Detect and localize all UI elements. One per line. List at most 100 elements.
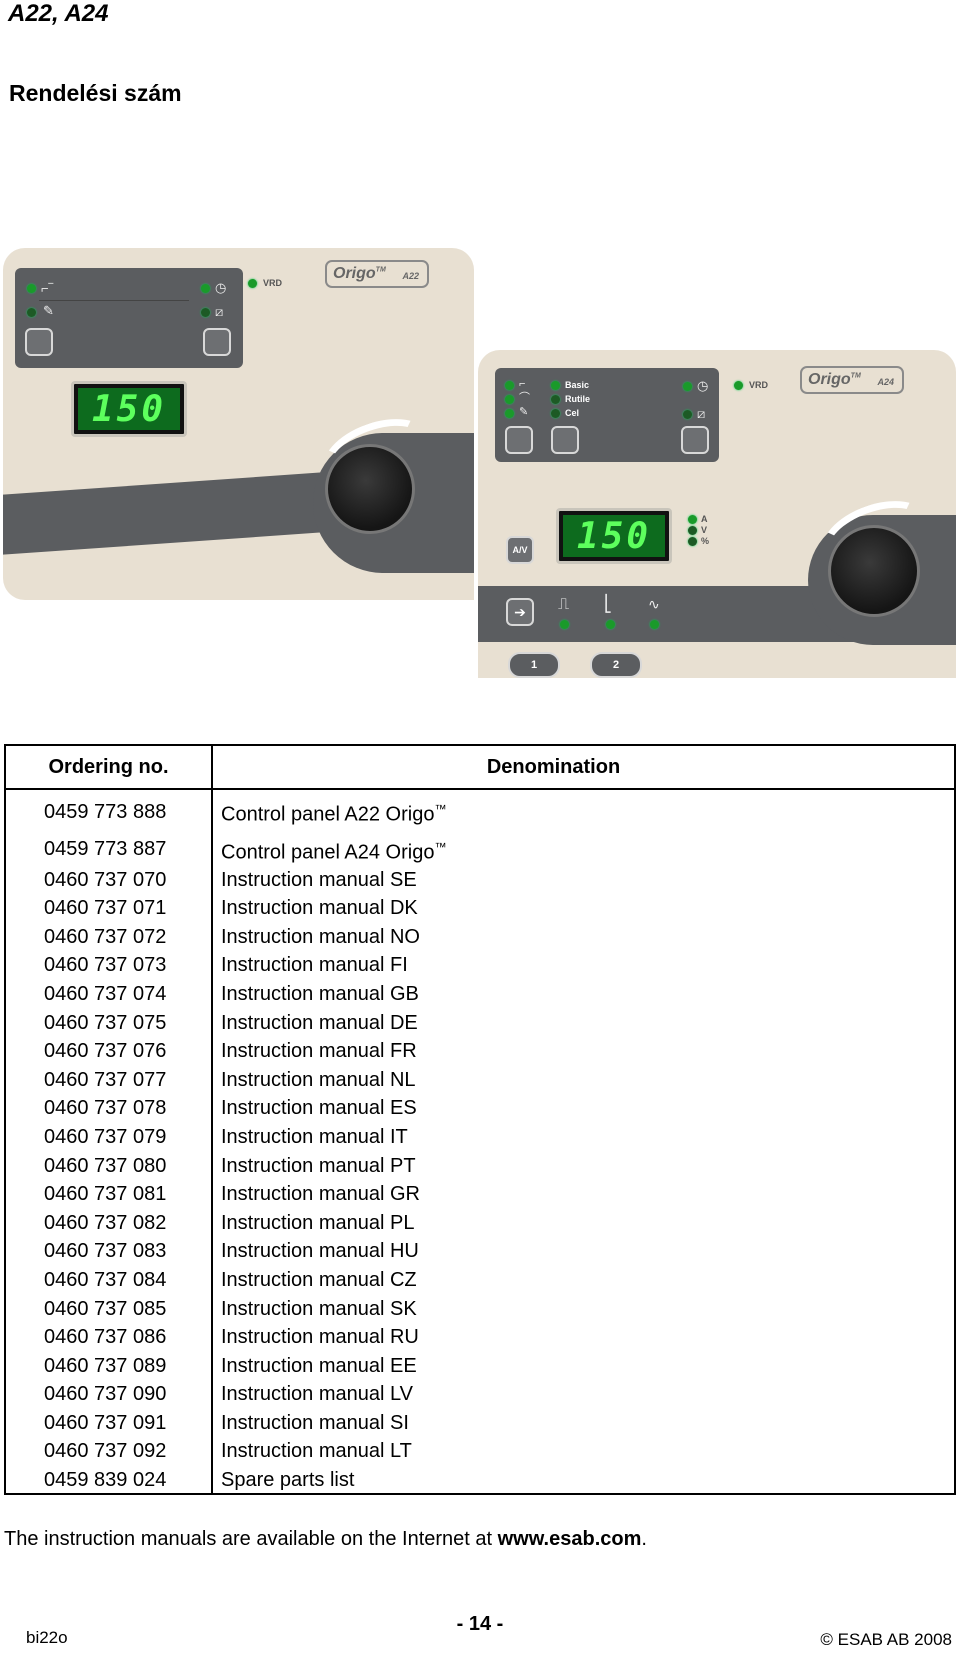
section-title: Rendelési szám xyxy=(9,80,182,106)
memory-2-button[interactable]: 2 xyxy=(590,652,642,678)
memory-1-button[interactable]: 1 xyxy=(508,652,560,678)
display-value: 150 xyxy=(78,388,180,430)
mode-cel: Cel xyxy=(565,408,580,418)
control-panel-a24-image: ⌐ ⌒ ✎ Basic Rutile Cel ◷ ⧄ VRD OrigoTM A… xyxy=(478,350,956,678)
origo-a24-logo: OrigoTM A24 xyxy=(800,366,904,394)
ordering-number-cell: 0460 737 086 xyxy=(5,1322,213,1352)
ordering-number-cell: 0460 737 082 xyxy=(5,1208,213,1238)
hot-start-icon: ◷ xyxy=(215,280,227,295)
vrd-led xyxy=(248,279,257,288)
vrd-led xyxy=(734,381,743,390)
ordering-number-cell: 0460 737 074 xyxy=(5,979,213,1009)
mode-basic: Basic xyxy=(565,380,590,390)
current-knob[interactable] xyxy=(325,444,415,534)
electrode-type-button[interactable] xyxy=(551,426,579,454)
denomination-text: Instruction manual DE xyxy=(221,1011,418,1034)
divider xyxy=(39,300,189,301)
denomination-text: Instruction manual NL xyxy=(221,1068,416,1091)
footnote-end: . xyxy=(641,1528,647,1550)
ordering-number-cell: 0460 737 076 xyxy=(5,1036,213,1066)
denomination-cell: Instruction manual GB xyxy=(212,980,955,1009)
denomination-text: Instruction manual NO xyxy=(221,925,420,948)
current-knob[interactable] xyxy=(828,525,920,617)
ordering-number-cell: 0460 737 080 xyxy=(5,1151,213,1180)
hot-start-icon: ◷ xyxy=(697,378,709,393)
document-header: A22, A24 xyxy=(8,0,109,27)
denomination-text: Instruction manual DK xyxy=(221,897,418,920)
setting-button[interactable] xyxy=(681,426,709,454)
arc-icon: ⌒ xyxy=(519,392,530,404)
table-row: 0460 737 086 Instruction manual RU xyxy=(5,1322,955,1352)
denomination-cell: Control panel A24 Origo™ xyxy=(212,828,955,866)
denomination-text: Instruction manual RU xyxy=(221,1326,419,1349)
led-indicator xyxy=(201,308,210,317)
denomination-text: Instruction manual GR xyxy=(221,1183,420,1206)
denomination-cell: Instruction manual NO xyxy=(212,923,955,952)
brand-name: Origo xyxy=(333,265,376,282)
led-indicator xyxy=(505,409,514,418)
led-indicator xyxy=(27,284,36,293)
tig-icon: ⌐ xyxy=(519,378,526,390)
led-indicator xyxy=(505,381,514,390)
denomination-cell: Instruction manual FR xyxy=(212,1037,955,1066)
current-display: 150 xyxy=(71,381,187,437)
denomination-cell: Instruction manual RU xyxy=(212,1323,955,1352)
av-toggle-button[interactable]: A/V xyxy=(506,536,534,564)
mode-selector-box: ⌐ ⌒ ✎ Basic Rutile Cel ◷ ⧄ xyxy=(495,368,719,462)
ordering-number-cell: 0460 737 089 xyxy=(5,1351,213,1380)
denomination-text: Instruction manual PT xyxy=(221,1154,416,1177)
denomination-cell: Instruction manual DK xyxy=(212,894,955,923)
ordering-number-cell: 0460 737 085 xyxy=(5,1294,213,1323)
next-arrow-button[interactable]: ➔ xyxy=(506,598,534,626)
denomination-cell: Instruction manual PT xyxy=(212,1151,955,1180)
table-row: 0460 737 071 Instruction manual DK xyxy=(5,893,955,923)
mode-button[interactable] xyxy=(25,328,53,356)
table-header-row: Ordering no. Denomination xyxy=(5,745,955,790)
brand-name: Origo xyxy=(808,371,851,388)
ordering-number-cell: 0460 737 073 xyxy=(5,951,213,980)
denomination-cell: Instruction manual LT xyxy=(212,1437,955,1466)
ordering-number-cell: 0460 737 081 xyxy=(5,1179,213,1209)
table-row: 0460 737 080 Instruction manual PT xyxy=(5,1151,955,1180)
denomination-cell: Instruction manual PL xyxy=(212,1208,955,1237)
electrode-icon: ✎ xyxy=(519,406,529,418)
denomination-cell: Instruction manual HU xyxy=(212,1237,955,1266)
led-indicator xyxy=(27,308,36,317)
denomination-cell: Instruction manual IT xyxy=(212,1123,955,1152)
setting-button[interactable] xyxy=(203,328,231,356)
led-indicator xyxy=(683,382,692,391)
esab-link[interactable]: www.esab.com xyxy=(497,1528,642,1550)
denomination-cell: Instruction manual SE xyxy=(212,865,955,894)
origo-a22-logo: OrigoTM A22 xyxy=(325,260,429,288)
tig-icon: ⌐‾ xyxy=(41,281,53,296)
denomination-cell: Instruction manual SI xyxy=(212,1409,955,1438)
denomination-cell: Instruction manual LV xyxy=(212,1380,955,1409)
vrd-label: VRD xyxy=(749,380,769,390)
unit-led-v xyxy=(688,526,697,535)
mode-selector-box: ⌐‾ ✎ ◷ ⧄ xyxy=(15,268,243,368)
unit-a: A xyxy=(701,514,708,524)
ordering-number-cell: 0459 773 887 xyxy=(5,827,213,866)
arc-force-icon: ⧄ xyxy=(215,304,224,319)
table-row: 0460 737 075 Instruction manual DE xyxy=(5,1008,955,1037)
denomination-cell: Instruction manual CZ xyxy=(212,1266,955,1295)
ordering-number-cell: 0460 737 071 xyxy=(5,893,213,923)
denomination-text: Instruction manual CZ xyxy=(221,1268,417,1291)
denomination-text: Instruction manual ES xyxy=(221,1097,417,1120)
display-value: 150 xyxy=(563,515,665,557)
denomination-cell: Instruction manual ES xyxy=(212,1094,955,1123)
led-indicator xyxy=(551,409,560,418)
method-button[interactable] xyxy=(505,426,533,454)
ordering-number-cell: 0460 737 083 xyxy=(5,1237,213,1266)
ordering-number-cell: 0460 737 075 xyxy=(5,1008,213,1037)
